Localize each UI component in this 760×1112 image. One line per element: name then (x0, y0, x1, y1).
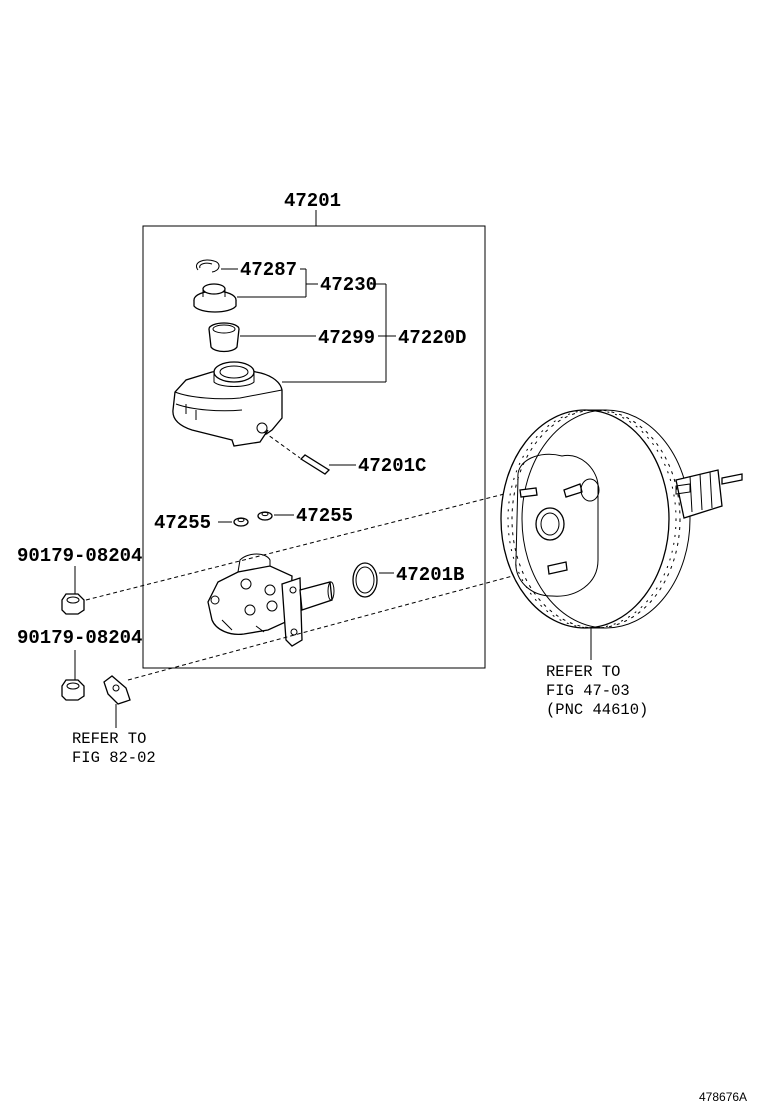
assembly-label[interactable]: 47201 (284, 190, 341, 212)
reservoir-tank-icon[interactable] (172, 361, 283, 447)
brake-booster-icon[interactable] (500, 409, 743, 629)
assembly-frame (142, 225, 486, 669)
alignment-line-upper (85, 489, 521, 601)
label-47201B[interactable]: 47201B (396, 564, 464, 586)
label-47255-left[interactable]: 47255 (154, 512, 211, 534)
refer-bracket-line2[interactable]: FIG 82-02 (72, 749, 156, 767)
figure-code: 478676A (699, 1090, 747, 1104)
pin-icon[interactable] (299, 454, 331, 475)
nut-icon[interactable] (61, 679, 85, 701)
refer-booster-line1[interactable]: REFER TO (546, 663, 620, 681)
master-cylinder-icon[interactable] (207, 553, 335, 647)
label-nut-upper[interactable]: 90179-08204 (17, 545, 142, 567)
label-nut-lower[interactable]: 90179-08204 (17, 627, 142, 649)
label-47230[interactable]: 47230 (320, 274, 377, 296)
refer-bracket-line1[interactable]: REFER TO (72, 730, 146, 748)
strainer-icon[interactable] (208, 322, 240, 353)
label-47287[interactable]: 47287 (240, 259, 297, 281)
refer-booster-line2[interactable]: FIG 47-03 (546, 682, 630, 700)
label-47299[interactable]: 47299 (318, 327, 375, 349)
bracket-icon[interactable] (103, 675, 131, 705)
retaining-clip-icon[interactable] (196, 259, 220, 273)
label-47255-right[interactable]: 47255 (296, 505, 353, 527)
refer-booster-line3[interactable]: (PNC 44610) (546, 701, 648, 719)
grommet-icon[interactable] (257, 511, 273, 521)
label-47201C[interactable]: 47201C (358, 455, 426, 477)
alignment-line-lower (127, 573, 521, 681)
grommet-icon[interactable] (233, 517, 249, 527)
nut-icon[interactable] (61, 593, 85, 615)
label-47220D[interactable]: 47220D (398, 327, 466, 349)
reservoir-cap-icon[interactable] (193, 283, 237, 313)
o-ring-icon[interactable] (352, 562, 378, 598)
